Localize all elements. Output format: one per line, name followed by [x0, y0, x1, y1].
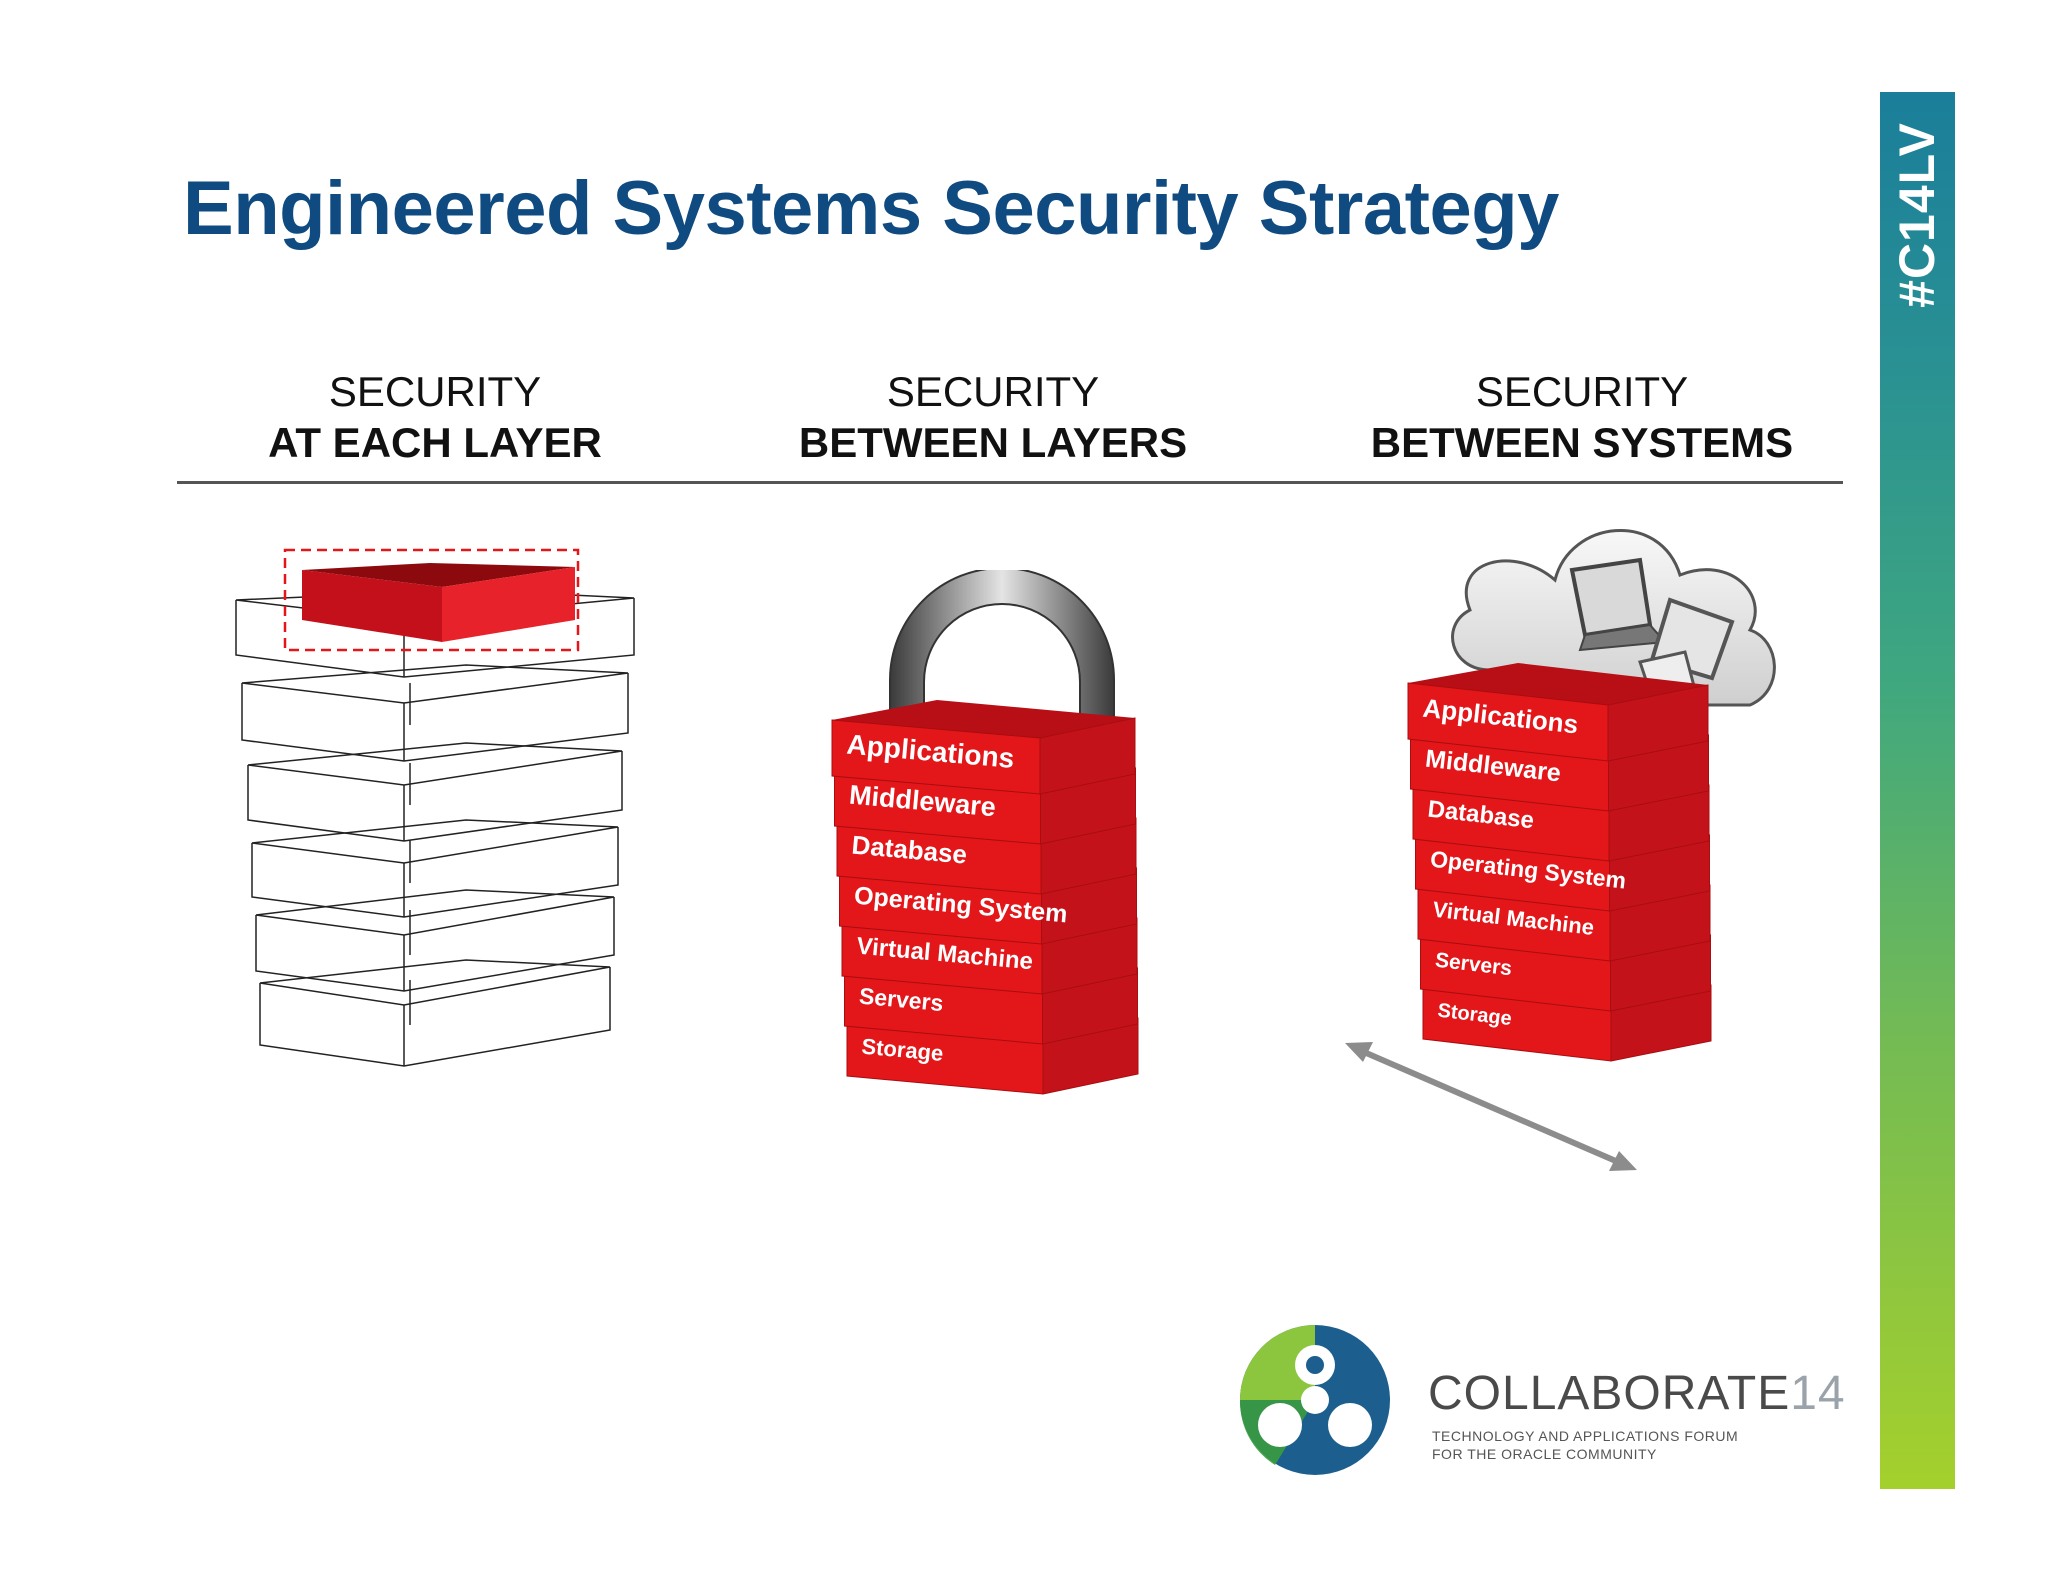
event-hashtag: #C14LV	[1889, 122, 1945, 308]
column-header-line1: SECURITY	[328, 368, 542, 415]
stack-layer: Virtual Machine	[1417, 882, 1711, 962]
stack-layer: Applications	[1407, 682, 1709, 762]
wire-layer	[259, 959, 611, 1067]
stack-layer: Middleware	[1410, 732, 1709, 812]
wireframe-stack-diagram	[235, 548, 635, 1067]
column-header-between-systems: SECURITY BETWEEN SYSTEMS	[1302, 366, 1862, 468]
column-header-each-layer: SECURITY AT EACH LAYER	[155, 366, 715, 468]
highlighted-red-layer	[302, 563, 575, 642]
wire-layer	[255, 889, 615, 992]
column-header-line2: AT EACH LAYER	[268, 419, 602, 466]
side-accent-bar	[1880, 92, 1955, 1489]
column-header-line2: BETWEEN LAYERS	[798, 419, 1188, 466]
double-arrow-icon	[1345, 1042, 1637, 1171]
logo-wordmark: COLLABORATE14	[1428, 1366, 1846, 1421]
wire-layer	[247, 742, 623, 842]
column-header-line2: BETWEEN SYSTEMS	[1370, 419, 1794, 466]
highlight-dashed-frame	[283, 548, 580, 652]
laptop-icon	[1569, 557, 1668, 652]
logo-tagline-line2: FOR THE ORACLE COMMUNITY	[1432, 1446, 1657, 1462]
column-header-line1: SECURITY	[1475, 368, 1689, 415]
logo-number: 14	[1790, 1367, 1846, 1420]
wire-layer	[241, 664, 629, 762]
collaborate-logo-mark	[1239, 1325, 1390, 1475]
wire-layer	[251, 819, 619, 918]
stack-top-face	[832, 700, 1135, 738]
header-divider	[177, 481, 1843, 484]
logo-tagline-line1: TECHNOLOGY AND APPLICATIONS FORUM	[1432, 1428, 1739, 1444]
logo-tagline: TECHNOLOGY AND APPLICATIONS FORUM FOR TH…	[1432, 1427, 1738, 1463]
column-header-line1: SECURITY	[886, 368, 1100, 415]
stack-top-face	[1408, 663, 1708, 705]
stack-layer: Applications	[831, 717, 1136, 795]
slide-title: Engineered Systems Security Strategy	[183, 166, 1559, 251]
logo-name: COLLABORATE	[1428, 1367, 1791, 1420]
lock-shackle-icon	[889, 570, 1115, 721]
column-header-between-layers: SECURITY BETWEEN LAYERS	[713, 366, 1273, 468]
